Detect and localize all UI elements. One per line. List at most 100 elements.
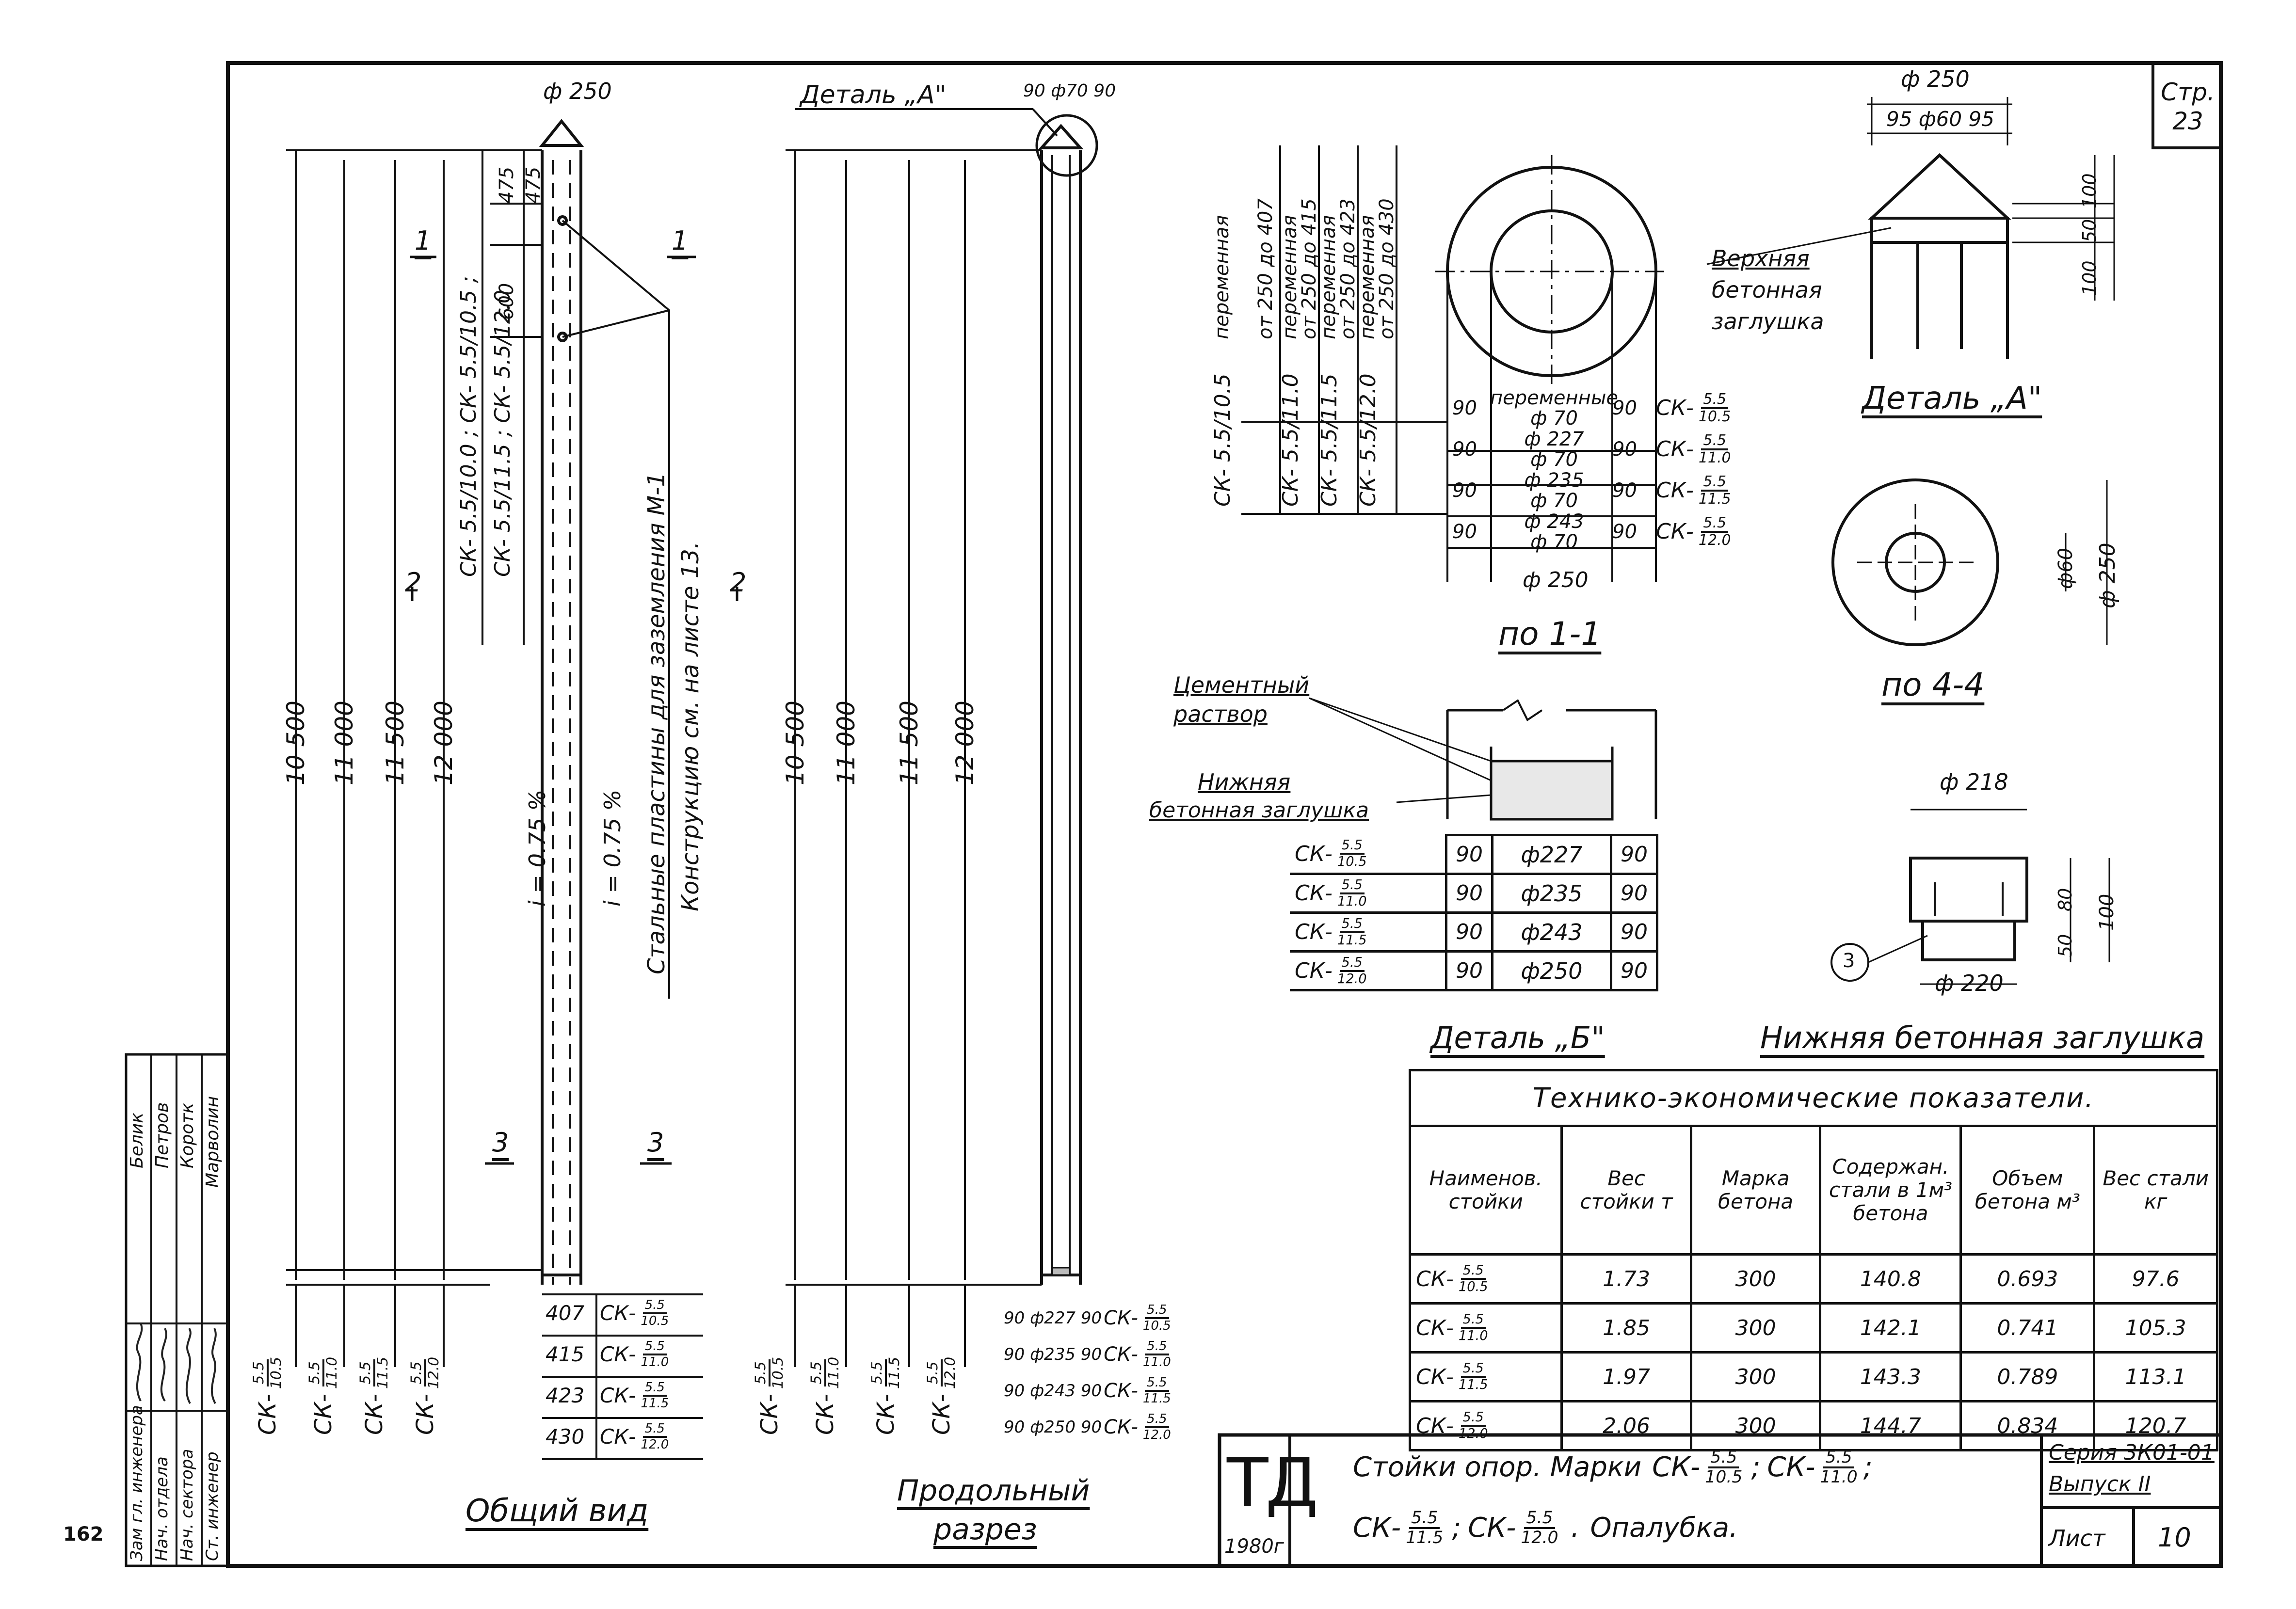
s11-side-text1-3: переменная — [1317, 215, 1340, 339]
s11-side-text2-4: от 250 до 430 — [1376, 198, 1398, 339]
general-view-lines — [286, 119, 739, 1460]
sig-name-4: Марволин — [203, 1096, 223, 1188]
general-view-length-3: 11 500 — [381, 701, 409, 785]
detail-a-dia-top: ф 250 — [1901, 66, 1970, 92]
slope-label-2: i = 0.75 % — [599, 789, 626, 907]
col-header: Вес стали кг — [2093, 1125, 2218, 1256]
section-mark-1-left: 1 — [415, 225, 432, 256]
section-mark-3-left: 3 — [492, 1127, 509, 1158]
general-view-length-1: 10 500 — [282, 701, 310, 785]
detail-a-dim-100-bottom: 100 — [2079, 260, 2100, 296]
sig-role-1: Зам гл. инженера — [127, 1405, 146, 1561]
s11-side-mark-4: СК- 5.5/12.0 — [1356, 373, 1381, 507]
s11-side-text1-4: переменная — [1356, 215, 1379, 339]
detail-b-plug-2: бетонная заглушка — [1149, 798, 1369, 823]
title-block-year: 1980г — [1224, 1535, 1284, 1558]
detail-a-sub-dims: 95 ф60 95 — [1886, 107, 1994, 131]
lower-plug-dia-top: ф 218 — [1940, 769, 2008, 795]
s11-side-text2-1: от 250 до 407 — [1254, 198, 1277, 339]
grounding-note-1: Стальные пластины для заземления М-1 — [643, 472, 670, 974]
general-view-length-4: 12 000 — [430, 701, 458, 785]
s44-inner-dia: ф60 — [2055, 547, 2077, 589]
s11-side-text1-2: переменная — [1279, 215, 1301, 339]
s11-side-text1-1: переменная — [1211, 215, 1233, 339]
longitudinal-section-lines — [786, 108, 1098, 1367]
lower-plug-dia-bottom: ф 220 — [1935, 970, 2004, 996]
section-4-4-lines — [1831, 478, 2108, 646]
detail-a-title: Деталь „А" — [1862, 381, 2042, 416]
longitudinal-title-1: Продольный — [897, 1474, 1090, 1508]
lower-plug-dim-50: 50 — [2055, 934, 2076, 957]
sig-name-2: Петров — [152, 1102, 172, 1168]
lower-plug-dim-100: 100 — [2096, 893, 2118, 931]
detail-a-lines — [1706, 97, 2115, 359]
detail-b-plug-1: Нижняя — [1198, 769, 1291, 795]
long-length-4: 12 000 — [951, 701, 979, 785]
col-header: Вес стойки т — [1560, 1125, 1692, 1256]
lower-plug-dim-80: 80 — [2055, 888, 2076, 911]
detail-a-note-2: бетонная — [1712, 277, 1822, 303]
col-header: Марка бетона — [1689, 1125, 1822, 1256]
upper-dim-475-b: 475 — [522, 166, 545, 204]
lower-plug-callout: 3 — [1843, 950, 1855, 972]
margin-number: 162 — [63, 1523, 104, 1545]
s11-side-text2-2: от 250 до 415 — [1298, 198, 1320, 339]
section-1-1-title: по 1-1 — [1498, 615, 1602, 653]
sig-role-3: Нач. сектора — [177, 1449, 197, 1561]
section-1-1-lines — [1241, 145, 1668, 582]
upper-marks-1: СК- 5.5/10.0 ; СК- 5.5/10.5 ; — [456, 276, 481, 577]
detail-a-note-3: заглушка — [1712, 308, 1824, 335]
section-mark-3-right: 3 — [647, 1127, 664, 1158]
detail-a-note-1: Верхняя — [1712, 245, 1810, 271]
s11-side-mark-1: СК- 5.5/10.5 — [1210, 373, 1235, 507]
upper-dim-475-a: 475 — [496, 166, 518, 204]
title-block-issue: Выпуск II — [2049, 1472, 2151, 1497]
upper-marks-2: СК- 5.5/11.5 ; СК- 5.5/12.0 — [490, 290, 515, 577]
title-block-sheet-number: 10 — [2158, 1522, 2191, 1553]
s11-side-mark-2: СК- 5.5/11.0 — [1278, 373, 1303, 507]
detail-a-callout: Деталь „А" — [800, 80, 947, 110]
lower-plug-title: Нижняя бетонная заглушка — [1760, 1020, 2205, 1055]
sig-name-3: Коротк — [177, 1102, 197, 1168]
section-4-4-title: по 4-4 — [1881, 666, 1985, 703]
section-mark-2-left: 2 — [405, 567, 422, 598]
detail-b-cement-1: Цементный — [1173, 672, 1310, 698]
title-block-sheet-label: Лист — [2049, 1525, 2105, 1551]
longitudinal-title-2: разрез — [933, 1513, 1037, 1546]
title-block-logo: ТД — [1227, 1444, 1318, 1523]
sig-role-4: Ст. инженер — [203, 1451, 222, 1561]
general-view-title: Общий вид — [466, 1493, 649, 1529]
sig-name-1: Белик — [127, 1113, 147, 1168]
detail-b-title: Деталь „Б" — [1430, 1020, 1605, 1055]
long-length-3: 11 500 — [895, 701, 923, 785]
title-block-series: Серия 3К01-01 — [2049, 1440, 2215, 1465]
s44-outer-dia: ф 250 — [2095, 542, 2120, 608]
tech-econ-table: Технико-экономические показатели. Наимен… — [1408, 1069, 2218, 1451]
signature-block-lines — [125, 1053, 229, 1567]
page-number: Стр. 23 — [2161, 78, 2215, 135]
sig-role-2: Нач. отдела — [152, 1456, 172, 1561]
